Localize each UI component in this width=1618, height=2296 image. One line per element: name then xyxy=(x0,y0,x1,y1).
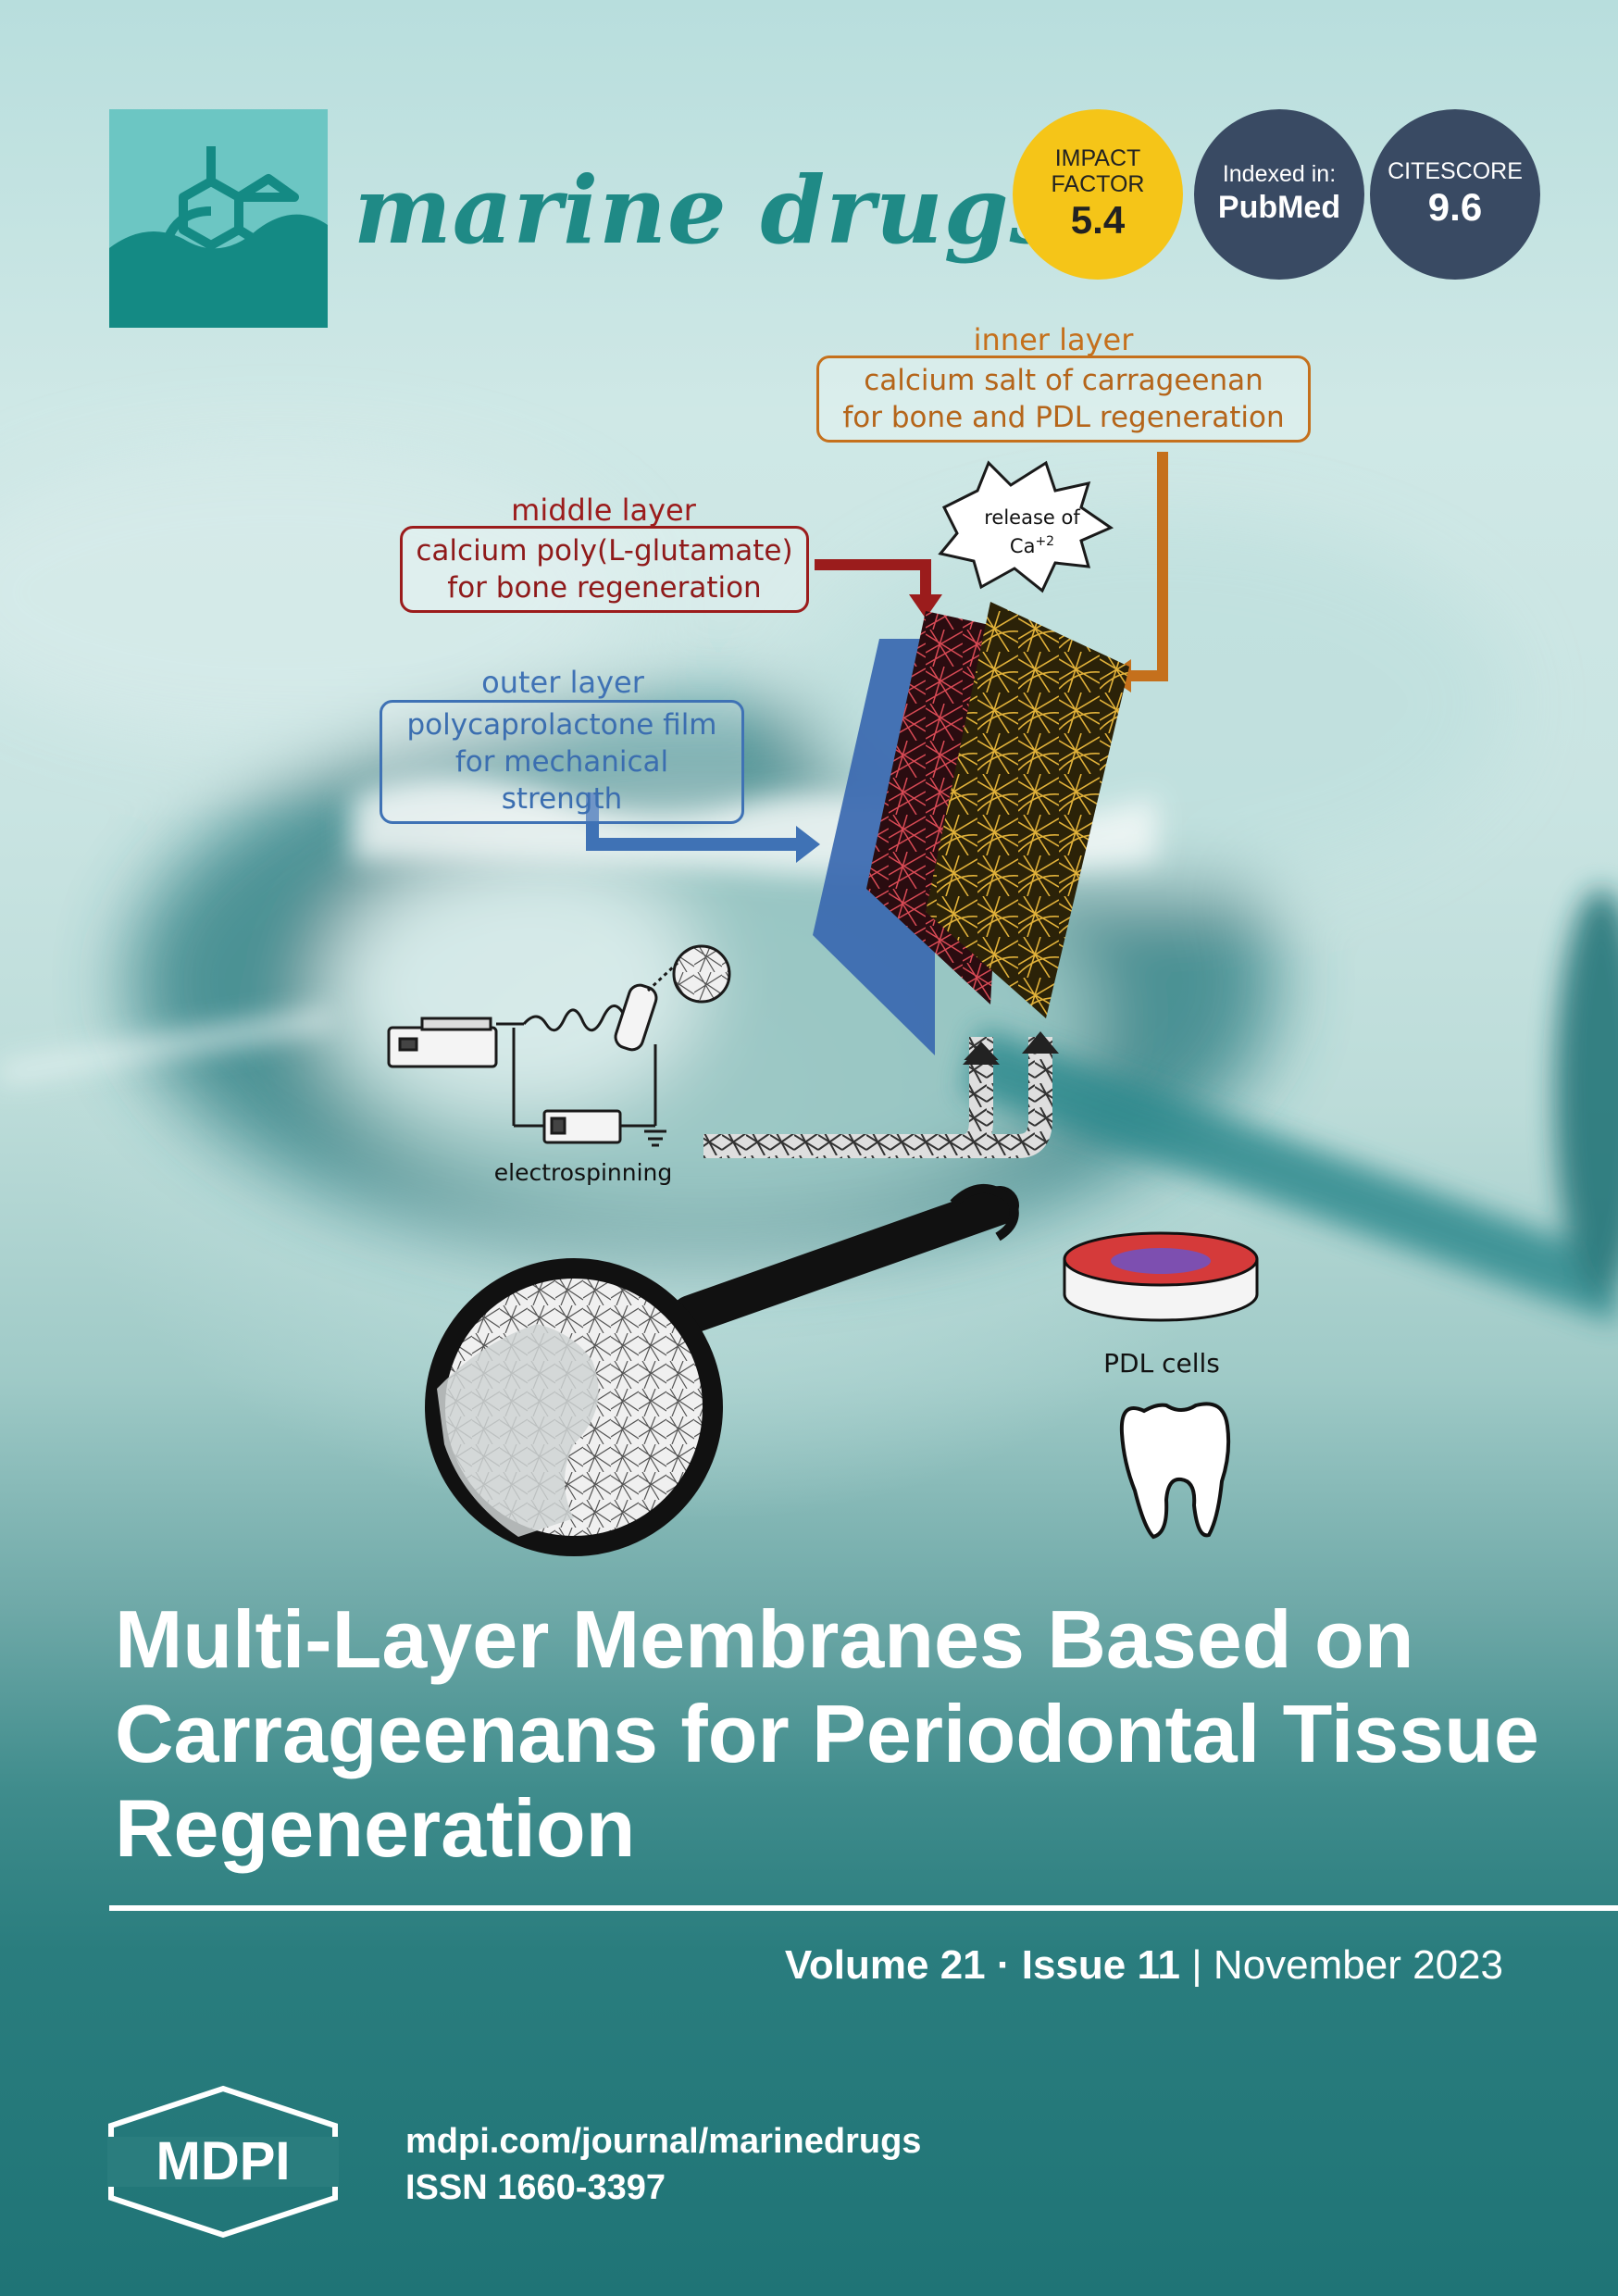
petri-dish xyxy=(1063,1231,1259,1322)
tooth-icon xyxy=(1119,1402,1231,1540)
outer-layer-box: polycaprolactone film for mechanical str… xyxy=(380,700,744,824)
impact-factor-badge: IMPACT FACTOR 5.4 xyxy=(1013,109,1183,280)
outer-layer-line2: for mechanical strength xyxy=(454,745,669,816)
title-divider xyxy=(109,1905,1618,1911)
citescore-label: CITESCORE xyxy=(1388,158,1523,184)
issn: ISSN 1660-3397 xyxy=(405,2168,666,2207)
issue-separator: · xyxy=(985,1942,1022,1988)
outer-layer-heading: outer layer xyxy=(481,665,644,700)
outer-layer-line1: polycaprolactone film xyxy=(406,708,717,742)
volume: Volume 21 xyxy=(784,1942,986,1988)
inner-layer-line2: for bone and PDL regeneration xyxy=(842,401,1285,434)
mdpi-logo-text: MDPI xyxy=(156,2131,291,2191)
inner-layer-box: calcium salt of carrageenan for bone and… xyxy=(816,356,1311,443)
article-title: Multi-Layer Membranes Based on Carrageen… xyxy=(115,1593,1539,1874)
citescore-value: 9.6 xyxy=(1427,185,1483,229)
issue-info: Volume 21 · Issue 11 | November 2023 xyxy=(785,1942,1503,1989)
indexed-value: PubMed xyxy=(1217,190,1341,225)
release-ion: Ca xyxy=(1009,535,1036,557)
publisher-info: mdpi.com/journal/marinedrugs ISSN 1660-3… xyxy=(405,2118,921,2211)
release-label: release of Ca+2 xyxy=(963,505,1101,558)
middle-layer-box: calcium poly(L-glutamate) for bone regen… xyxy=(400,526,809,613)
middle-layer-heading: middle layer xyxy=(511,493,696,528)
middle-layer-line1: calcium poly(L-glutamate) xyxy=(416,534,793,568)
issue-number: Issue 11 xyxy=(1021,1942,1181,1988)
journal-url[interactable]: mdpi.com/journal/marinedrugs xyxy=(405,2122,922,2161)
magnifying-glass xyxy=(425,1183,1019,1556)
inner-layer-heading: inner layer xyxy=(973,322,1134,357)
middle-layer-line2: for bone regeneration xyxy=(447,571,762,605)
release-starburst xyxy=(938,460,1114,593)
inner-layer-line1: calcium salt of carrageenan xyxy=(864,364,1263,397)
pdl-cells-label: PDL cells xyxy=(1103,1348,1220,1379)
journal-logo xyxy=(109,109,328,328)
indexed-badge: Indexed in: PubMed xyxy=(1194,109,1364,280)
electrospinning-apparatus xyxy=(387,944,731,1147)
issue-date: November 2023 xyxy=(1213,1942,1503,1988)
citescore-badge: CITESCORE 9.6 xyxy=(1370,109,1540,280)
issue-divider: | xyxy=(1180,1942,1214,1988)
journal-title: marine drugs xyxy=(354,156,1063,265)
impact-label-2: FACTOR xyxy=(1051,171,1145,197)
electrospinning-label: electrospinning xyxy=(493,1159,673,1186)
impact-label-1: IMPACT xyxy=(1054,145,1141,171)
release-charge: +2 xyxy=(1035,534,1055,549)
mdpi-logo: MDPI xyxy=(107,2085,339,2239)
indexed-label: Indexed in: xyxy=(1222,161,1337,187)
impact-value: 5.4 xyxy=(1070,198,1126,242)
release-line1: release of xyxy=(984,506,1080,529)
